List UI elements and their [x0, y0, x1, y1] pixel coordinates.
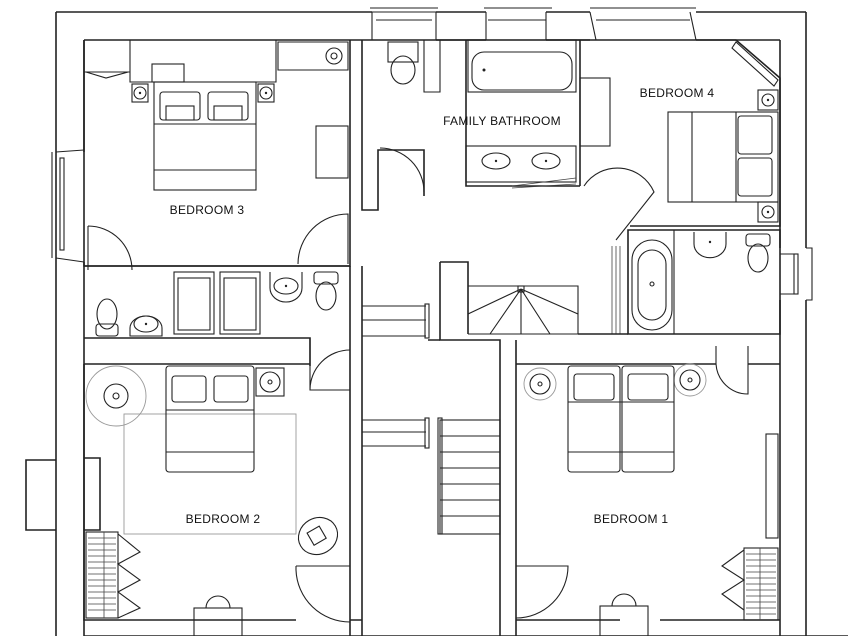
ensuite-bathroom-left [84, 265, 351, 391]
top-windows [370, 7, 780, 41]
room-label-bedroom-1: BEDROOM 1 [593, 512, 669, 526]
chimney-inner-left [84, 457, 101, 531]
room-label-bedroom-4: BEDROOM 4 [639, 86, 715, 100]
bedroom-1-area [515, 346, 780, 636]
bedroom-3-area [83, 40, 351, 271]
left-window [51, 149, 85, 263]
bedroom-2-area [83, 363, 362, 636]
ensuite-bathroom-right [611, 229, 781, 335]
room-label-bedroom-3: BEDROOM 3 [169, 203, 245, 217]
room-label-family-bathroom: FAMILY BATHROOM [443, 114, 561, 128]
landing-stairs [349, 261, 628, 636]
bedroom-3-door [297, 213, 349, 265]
chimney-breast-left [25, 459, 56, 531]
room-label-bedroom-2: BEDROOM 2 [185, 512, 261, 526]
bedroom-4-area [579, 39, 781, 241]
right-window [780, 247, 813, 301]
